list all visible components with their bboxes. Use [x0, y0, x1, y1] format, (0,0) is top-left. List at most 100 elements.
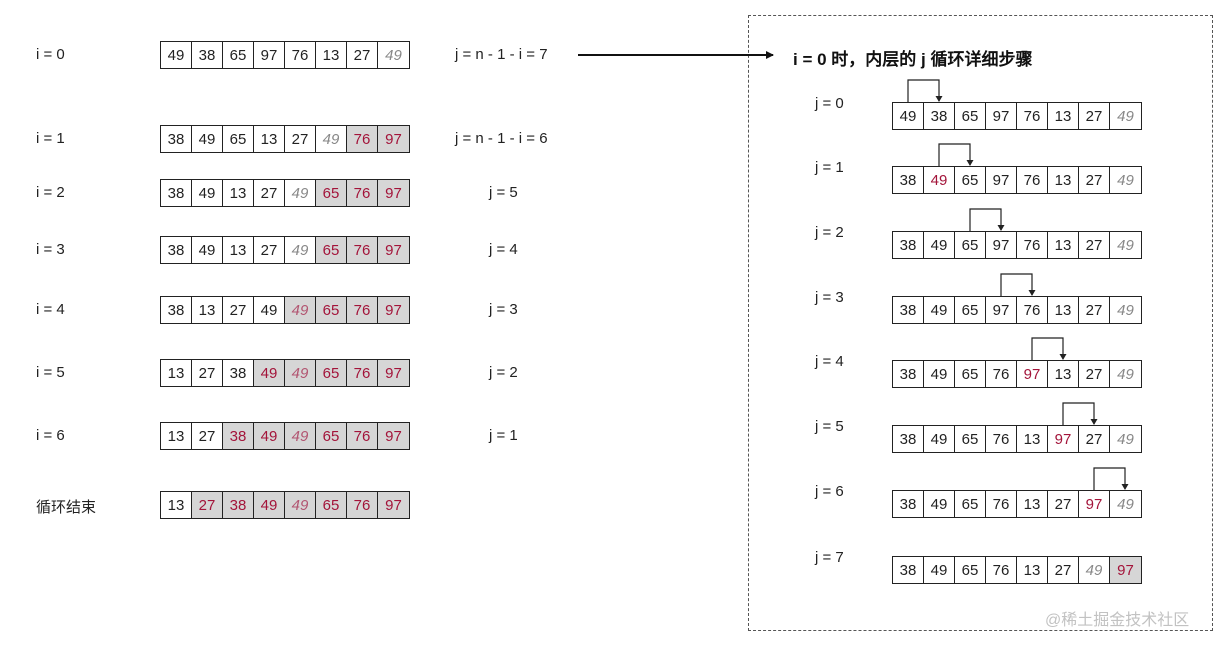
array-cell: 49	[924, 426, 955, 452]
array-cell: 65	[223, 126, 254, 152]
array-cell: 49	[161, 42, 192, 68]
inner-loop-detail-panel	[748, 15, 1213, 631]
array-cell: 49	[924, 557, 955, 583]
array-cell: 49	[285, 180, 316, 206]
row-label-j: j = 3	[489, 301, 518, 318]
array-cell: 76	[986, 491, 1017, 517]
array-cell: 97	[378, 297, 409, 323]
array-cell: 97	[1048, 426, 1079, 452]
array-cell: 38	[893, 557, 924, 583]
array-cell: 76	[347, 180, 378, 206]
array-cell: 76	[986, 361, 1017, 387]
array-cell: 49	[192, 126, 223, 152]
array-cell: 49	[254, 360, 285, 386]
array-cell: 97	[378, 492, 409, 518]
array-cell: 13	[223, 237, 254, 263]
array-cell: 65	[955, 232, 986, 258]
array-cell: 38	[893, 167, 924, 193]
row-label-j: j = 2	[815, 224, 844, 241]
array-cell: 76	[347, 126, 378, 152]
array-cell: 97	[378, 180, 409, 206]
row-label-i: i = 4	[36, 301, 65, 318]
array-cell: 49	[254, 492, 285, 518]
array-cell: 65	[955, 491, 986, 517]
array-cell: 65	[316, 423, 347, 449]
array-cell: 49	[1117, 107, 1134, 125]
row-label-i: i = 1	[36, 130, 65, 147]
array-cell: 65	[316, 492, 347, 518]
array-cell: 76	[1017, 103, 1048, 129]
array-cell: 65	[955, 167, 986, 193]
row-label-j: j = n - 1 - i = 7	[455, 46, 548, 63]
array-cell: 38	[223, 423, 254, 449]
row-label-j: j = 5	[489, 184, 518, 201]
array-cell: 97	[986, 103, 1017, 129]
array-cell: 27	[347, 42, 378, 68]
array-cell: 49	[285, 297, 316, 323]
array-cell: 27	[254, 180, 285, 206]
array-cell: 49	[285, 423, 316, 449]
array-cell: 27	[1079, 232, 1110, 258]
array-cell: 65	[316, 180, 347, 206]
array-cell: 13	[1017, 557, 1048, 583]
array-cell: 49	[285, 492, 316, 518]
array-cell: 13	[223, 180, 254, 206]
array-cell: 27	[1079, 167, 1110, 193]
row-label-i: i = 0	[36, 46, 65, 63]
array-cell: 97	[986, 297, 1017, 323]
row-label-i: 循环结束	[36, 499, 97, 516]
array-cell: 27	[1079, 103, 1110, 129]
array-cell: 38	[161, 297, 192, 323]
array-cell: 76	[986, 426, 1017, 452]
array-cell: 13	[161, 360, 192, 386]
array-cell: 49	[285, 360, 316, 386]
array-cell: 49	[254, 297, 285, 323]
array-cell: 49	[924, 232, 955, 258]
array-cell: 65	[316, 360, 347, 386]
array-cell: 27	[285, 126, 316, 152]
row-label-j: j = 1	[489, 427, 518, 444]
array-cell: 49	[1117, 301, 1134, 319]
array-cell: 97	[378, 360, 409, 386]
row-label-j: j = 7	[815, 549, 844, 566]
array-cell: 76	[347, 492, 378, 518]
array-cell: 49	[924, 167, 955, 193]
array-cell: 27	[1079, 426, 1110, 452]
array-cell: 13	[316, 42, 347, 68]
array-cell: 27	[192, 423, 223, 449]
row-label-j: j = 6	[815, 483, 844, 500]
array-cell: 65	[316, 237, 347, 263]
array-cell: 49	[192, 180, 223, 206]
array-cell: 38	[893, 426, 924, 452]
array-cell: 65	[955, 426, 986, 452]
array-cell: 65	[955, 557, 986, 583]
array-cell: 49	[924, 297, 955, 323]
array-cell: 13	[161, 423, 192, 449]
array-cell: 76	[347, 237, 378, 263]
array-cell: 13	[192, 297, 223, 323]
array-cell: 38	[161, 180, 192, 206]
array-cell: 76	[1017, 297, 1048, 323]
array-cell: 49	[1117, 236, 1134, 254]
row-label-j: j = n - 1 - i = 6	[455, 130, 548, 147]
array-cell: 65	[955, 103, 986, 129]
array-cell: 97	[986, 167, 1017, 193]
row-label-i: i = 2	[36, 184, 65, 201]
row-label-j: j = 4	[489, 241, 518, 258]
array-cell: 27	[1079, 297, 1110, 323]
array-cell: 38	[223, 492, 254, 518]
array-cell: 65	[955, 297, 986, 323]
array-cell: 13	[1048, 167, 1079, 193]
array-cell: 65	[316, 297, 347, 323]
array-cell: 13	[254, 126, 285, 152]
